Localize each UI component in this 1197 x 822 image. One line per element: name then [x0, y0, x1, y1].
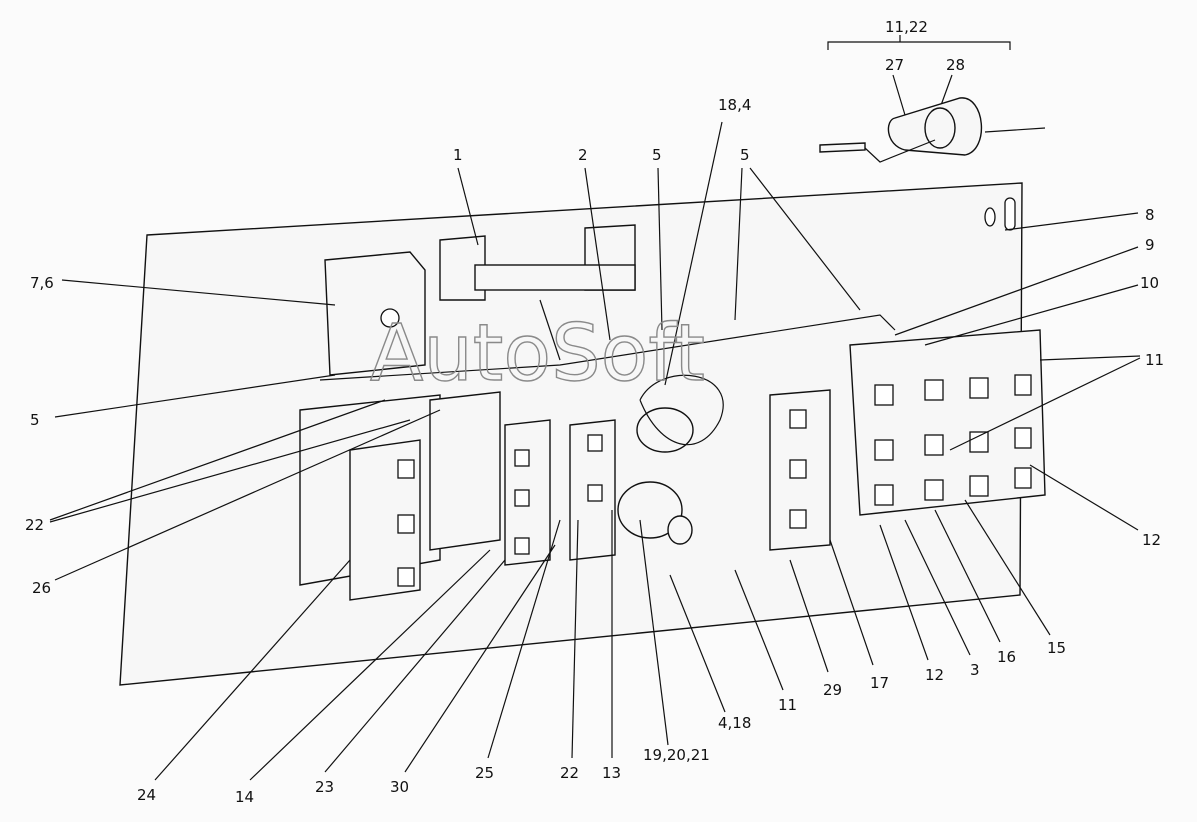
detail-bracket	[827, 35, 1011, 50]
motor-shaft	[667, 515, 693, 545]
label-7-6: 7,6	[30, 274, 54, 292]
label-1: 1	[453, 146, 463, 164]
relay-window	[397, 567, 415, 587]
label-11: 11	[1145, 351, 1164, 369]
leader-lines	[49, 121, 1141, 781]
label-5: 5	[740, 146, 750, 164]
detail-wire	[864, 127, 1046, 163]
relay-window	[789, 509, 807, 529]
relay-window	[397, 459, 415, 479]
transformer	[324, 251, 426, 376]
label-12: 12	[1142, 531, 1161, 549]
relay-block	[349, 439, 421, 601]
relay-window	[514, 537, 530, 555]
wire-loop	[639, 374, 724, 446]
relay-block	[429, 391, 501, 551]
label-18-4: 18,4	[718, 96, 751, 114]
label-2: 2	[578, 146, 588, 164]
wire-bundle	[539, 299, 561, 361]
relay-bank	[849, 329, 1046, 516]
label-22: 22	[560, 764, 579, 782]
relay-window	[789, 459, 807, 479]
watermark: AutoSoft	[370, 309, 705, 399]
detail-pin	[819, 142, 866, 153]
transformer-bolt	[380, 308, 400, 328]
relay-bank-windows	[874, 374, 1032, 506]
label-9: 9	[1145, 236, 1155, 254]
label-15: 15	[1047, 639, 1066, 657]
label-23: 23	[315, 778, 334, 796]
label-24: 24	[137, 786, 156, 804]
label-19-20-21: 19,20,21	[643, 746, 710, 764]
detail-leaders	[892, 74, 953, 116]
label-17: 17	[870, 674, 889, 692]
motor	[617, 481, 683, 539]
relay-window	[587, 484, 603, 502]
relay-window	[514, 489, 530, 507]
label-5: 5	[652, 146, 662, 164]
detail-coil	[924, 107, 956, 149]
label-13: 13	[602, 764, 621, 782]
label-28: 28	[946, 56, 965, 74]
label-30: 30	[390, 778, 409, 796]
connector-block	[474, 264, 636, 291]
wire-harness	[319, 314, 896, 381]
relay-window	[397, 514, 415, 534]
panel-slot	[1004, 197, 1016, 231]
label-3: 3	[970, 661, 980, 679]
label-29: 29	[823, 681, 842, 699]
label-14: 14	[235, 788, 254, 806]
connector-bracket	[439, 235, 486, 301]
relay-window	[514, 449, 530, 467]
relay-window	[587, 434, 603, 452]
panel-hole	[984, 207, 996, 227]
label-12: 12	[925, 666, 944, 684]
label-26: 26	[32, 579, 51, 597]
detail-group-label: 11,22	[885, 18, 928, 36]
label-22: 22	[25, 516, 44, 534]
label-10: 10	[1140, 274, 1159, 292]
label-4-18: 4,18	[718, 714, 751, 732]
relay-window	[789, 409, 807, 429]
label-16: 16	[997, 648, 1016, 666]
label-11: 11	[778, 696, 797, 714]
coil	[636, 407, 694, 453]
label-5: 5	[30, 411, 40, 429]
label-8: 8	[1145, 206, 1155, 224]
label-27: 27	[885, 56, 904, 74]
label-25: 25	[475, 764, 494, 782]
